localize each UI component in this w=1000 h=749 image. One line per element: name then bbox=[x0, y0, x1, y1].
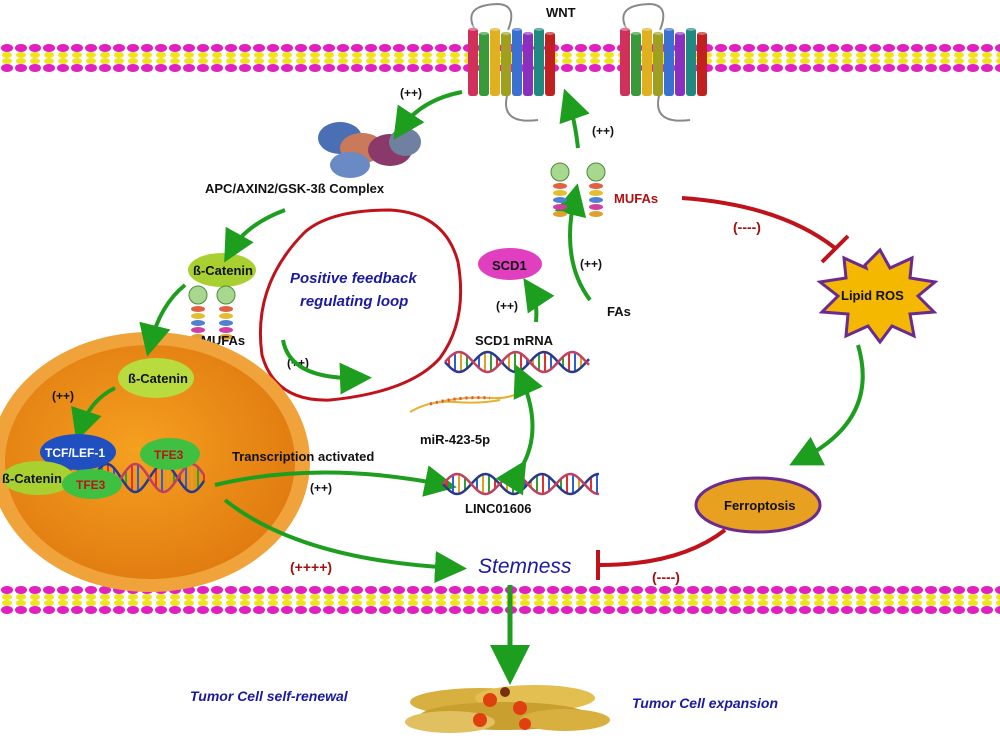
complex-to-catenin-arrow bbox=[224, 208, 286, 263]
cell-membrane-top bbox=[1, 44, 1000, 72]
nucleus-effect-label: (++) bbox=[52, 389, 74, 403]
b-catenin-label-cytoplasm: ß-Catenin bbox=[193, 263, 253, 278]
tcf-lef-label: TCF/LEF-1 bbox=[45, 446, 105, 460]
b-catenin-dna-blob bbox=[2, 461, 74, 495]
fas-to-mufas-effect: (++) bbox=[580, 257, 602, 271]
wnt-receptor-right bbox=[620, 2, 707, 122]
cell-membrane-bottom bbox=[1, 586, 1000, 614]
b-catenin-label-nucleus: ß-Catenin bbox=[128, 371, 188, 386]
tfe3-label-1: TFE3 bbox=[154, 448, 184, 462]
transcription-effect-label: (++) bbox=[310, 481, 332, 495]
tfe3-blob-1 bbox=[140, 438, 200, 470]
fas-label: FAs bbox=[607, 304, 631, 319]
feedback-loop-title-line1: Positive feedback bbox=[290, 270, 417, 287]
ferroptosis-label: Ferroptosis bbox=[724, 498, 796, 513]
stemness-label: Stemness bbox=[478, 555, 572, 578]
lipid-ros-star bbox=[816, 247, 939, 345]
mufas-inhibit-bar bbox=[820, 234, 850, 264]
mufas-lipid-icon-left bbox=[188, 285, 236, 340]
mufas-to-wnt-arrow bbox=[559, 88, 590, 149]
scd1-mrna-label: SCD1 mRNA bbox=[475, 333, 554, 348]
mrna-to-scd1-arrow bbox=[523, 278, 555, 323]
apc-complex-icon bbox=[318, 122, 421, 178]
linc01606-label: LINC01606 bbox=[465, 501, 531, 516]
tumor-cells-icon bbox=[405, 685, 610, 733]
tfe3-blob-2 bbox=[62, 469, 122, 499]
mufas-inhibit-effect: (----) bbox=[733, 219, 761, 235]
nucleus-to-stemness-arrow bbox=[223, 498, 467, 583]
mir-label: miR-423-5p bbox=[420, 432, 490, 447]
feedback-loop-outline bbox=[258, 208, 463, 402]
b-catenin-label-dna: ß-Catenin bbox=[2, 471, 62, 486]
mufas-label-right: MUFAs bbox=[614, 191, 658, 206]
transcription-label: Transcription activated bbox=[232, 449, 374, 464]
linc-mrna-arrow bbox=[495, 364, 543, 496]
transcription-arrow bbox=[214, 465, 457, 497]
wnt-to-complex-arrow bbox=[393, 90, 463, 140]
mrna-to-scd1-effect: (++) bbox=[496, 299, 518, 313]
b-catenin-nucleus-blob bbox=[118, 358, 194, 398]
scd1-label: SCD1 bbox=[492, 258, 527, 273]
scd1-mrna-icon bbox=[444, 350, 590, 374]
mir-rna-icon bbox=[409, 391, 521, 413]
apc-complex-label: APC/AXIN2/GSK-3ß Complex bbox=[205, 181, 385, 196]
wnt-receptor-left bbox=[468, 2, 555, 122]
ros-to-ferroptosis-arrow bbox=[789, 344, 865, 466]
catenin-to-nucleus-arrow bbox=[139, 283, 187, 357]
expansion-label: Tumor Cell expansion bbox=[632, 695, 778, 711]
ferro-inhibit-line bbox=[599, 528, 727, 567]
wnt-to-complex-effect: (++) bbox=[400, 86, 422, 100]
fas-to-mufas-arrow bbox=[554, 183, 592, 302]
scd1-protein-blob bbox=[478, 248, 542, 280]
mufas-lipid-icon-right bbox=[550, 162, 606, 217]
linc01606-dna-icon bbox=[442, 472, 600, 496]
ferro-inhibit-effect: (----) bbox=[652, 569, 680, 585]
loop-arrow bbox=[281, 339, 372, 395]
stemness-strong-effect: (++++) bbox=[290, 559, 332, 575]
ferroptosis-node bbox=[694, 476, 822, 534]
feedback-loop-title-line2: regulating loop bbox=[300, 293, 408, 310]
tfe3-label-2: TFE3 bbox=[76, 478, 106, 492]
to-wnt-effect: (++) bbox=[592, 124, 614, 138]
mufas-inhibit-line bbox=[681, 196, 837, 250]
self-renewal-label: Tumor Cell self-renewal bbox=[190, 688, 349, 704]
tcf-lef-blob bbox=[40, 434, 116, 470]
wnt-label: WNT bbox=[546, 5, 576, 20]
catenin-to-tcf-arrow bbox=[71, 386, 116, 442]
lipid-ros-label: Lipid ROS bbox=[841, 288, 904, 303]
